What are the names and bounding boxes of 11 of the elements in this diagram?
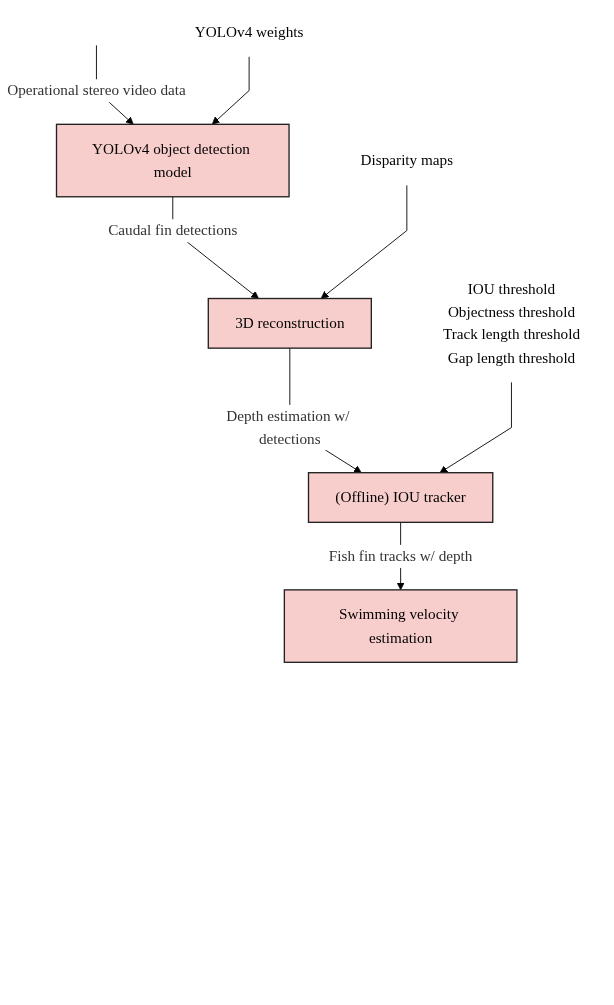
- node-text: IOU threshold Objectness threshold Track length threshold Gap length threshold: [442, 280, 581, 366]
- node-box: YOLOv4 object detection model: [55, 123, 290, 198]
- node-text: YOLOv4 weights: [194, 23, 304, 41]
- node-box: (Offline) IOU tracker: [307, 472, 494, 523]
- edge-label: Operational stereo video data: [7, 81, 186, 99]
- node-box: Swimming velocity estimation: [283, 589, 518, 663]
- node-text: Disparity maps: [360, 151, 454, 169]
- edge-label: Fish fin tracks w/ depth: [328, 547, 473, 565]
- edge-label: Depth estimation w/ detections: [226, 407, 350, 448]
- edge-label: Caudal fin detections: [108, 221, 238, 239]
- node-box: 3D reconstruction: [207, 297, 372, 349]
